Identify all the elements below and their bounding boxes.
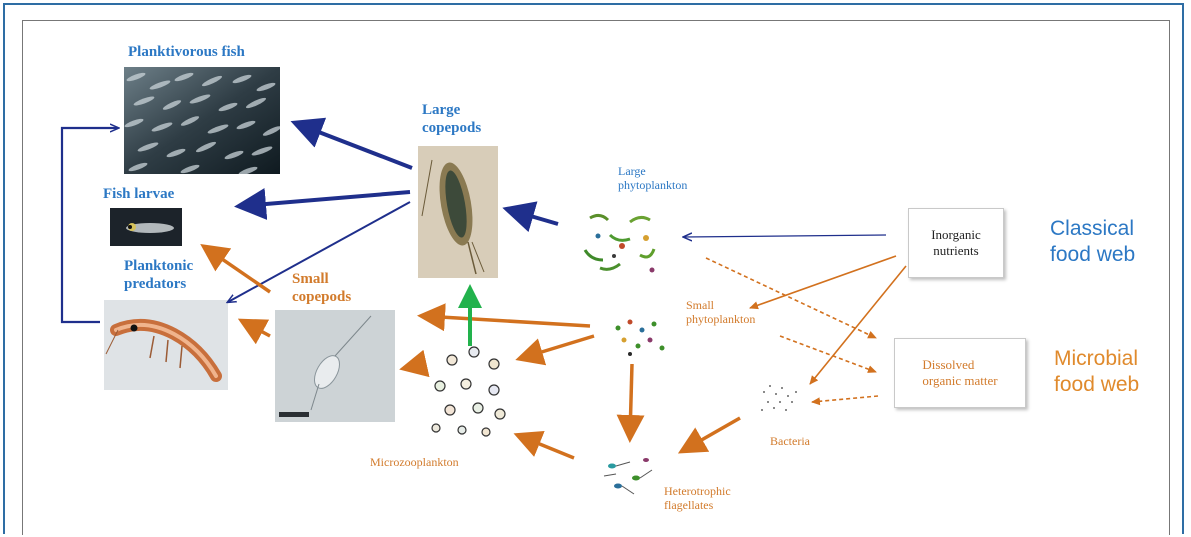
microbial-food-web-line-1: Microbial (1054, 346, 1139, 372)
label-planktonic-predators: Planktonic predators (124, 257, 193, 293)
arrow-small-copepods-to-predators (244, 322, 270, 336)
label-fish-larvae: Fish larvae (103, 185, 174, 203)
label-small-phytoplankton: Small phytoplankton (686, 298, 755, 326)
arrow-large-phyto-to-large-copepods (510, 210, 558, 224)
label-heterotrophic-flagellates-line-2: flagellates (664, 498, 731, 512)
classical-food-web-line-1: Classical (1050, 216, 1135, 242)
arrow-large-copepods-to-larvae (242, 192, 410, 206)
arrow-microzoo-to-small-copepods (406, 364, 424, 368)
label-bacteria: Bacteria (770, 434, 810, 448)
dissolved-organic-matter-box: Dissolved organic matter (894, 338, 1026, 408)
label-large-phytoplankton: Large phytoplankton (618, 164, 687, 192)
inorganic-nutrients-box: Inorganic nutrients (908, 208, 1004, 278)
inorganic-nutrients-line-1: Inorganic (931, 227, 981, 243)
label-heterotrophic-flagellates: Heterotrophic flagellates (664, 484, 731, 512)
label-large-phytoplankton-line-1: Large (618, 164, 687, 178)
arrow-nutrients-to-small-phyto (750, 256, 896, 308)
label-microzooplankton: Microzooplankton (370, 455, 459, 469)
label-heterotrophic-flagellates-line-1: Heterotrophic (664, 484, 731, 498)
label-small-copepods-line-1: Small (292, 270, 351, 288)
inorganic-nutrients-line-2: nutrients (931, 243, 981, 259)
arrow-bacteria-to-flagellates (684, 418, 740, 450)
arrow-nutrients-to-large-phyto (684, 235, 886, 237)
label-small-phytoplankton-line-1: Small (686, 298, 755, 312)
label-large-copepods: Large copepods (422, 101, 481, 137)
label-small-phytoplankton-line-2: phytoplankton (686, 312, 755, 326)
classical-food-web-label: Classical food web (1050, 216, 1135, 268)
label-large-copepods-line-1: Large (422, 101, 481, 119)
arrow-dom-to-bacteria (812, 396, 878, 402)
arrow-predators-to-fish (62, 128, 118, 322)
arrow-small-copepods-to-larvae (206, 248, 270, 292)
arrow-small-phyto-to-microzoo (522, 336, 594, 358)
label-planktonic-predators-line-2: predators (124, 275, 193, 293)
arrow-flagellates-to-microzoo (520, 436, 574, 458)
label-planktonic-predators-line-1: Planktonic (124, 257, 193, 275)
microbial-food-web-label: Microbial food web (1054, 346, 1139, 398)
arrow-large-copepods-to-fish (298, 124, 412, 168)
arrow-small-phyto-to-small-copepods (424, 316, 590, 326)
arrow-nutrients-to-bacteria (810, 266, 906, 384)
label-planktivorous-fish: Planktivorous fish (128, 43, 245, 61)
arrow-small-phyto-to-flagellates (630, 364, 632, 436)
label-small-copepods: Small copepods (292, 270, 351, 306)
label-large-copepods-line-2: copepods (422, 119, 481, 137)
dissolved-organic-matter-line-2: organic matter (922, 373, 997, 389)
label-small-copepods-line-2: copepods (292, 288, 351, 306)
label-large-phytoplankton-line-2: phytoplankton (618, 178, 687, 192)
microbial-food-web-line-2: food web (1054, 372, 1139, 398)
classical-food-web-line-2: food web (1050, 242, 1135, 268)
dissolved-organic-matter-line-1: Dissolved (922, 357, 997, 373)
arrow-small-phyto-to-dom (780, 336, 876, 372)
